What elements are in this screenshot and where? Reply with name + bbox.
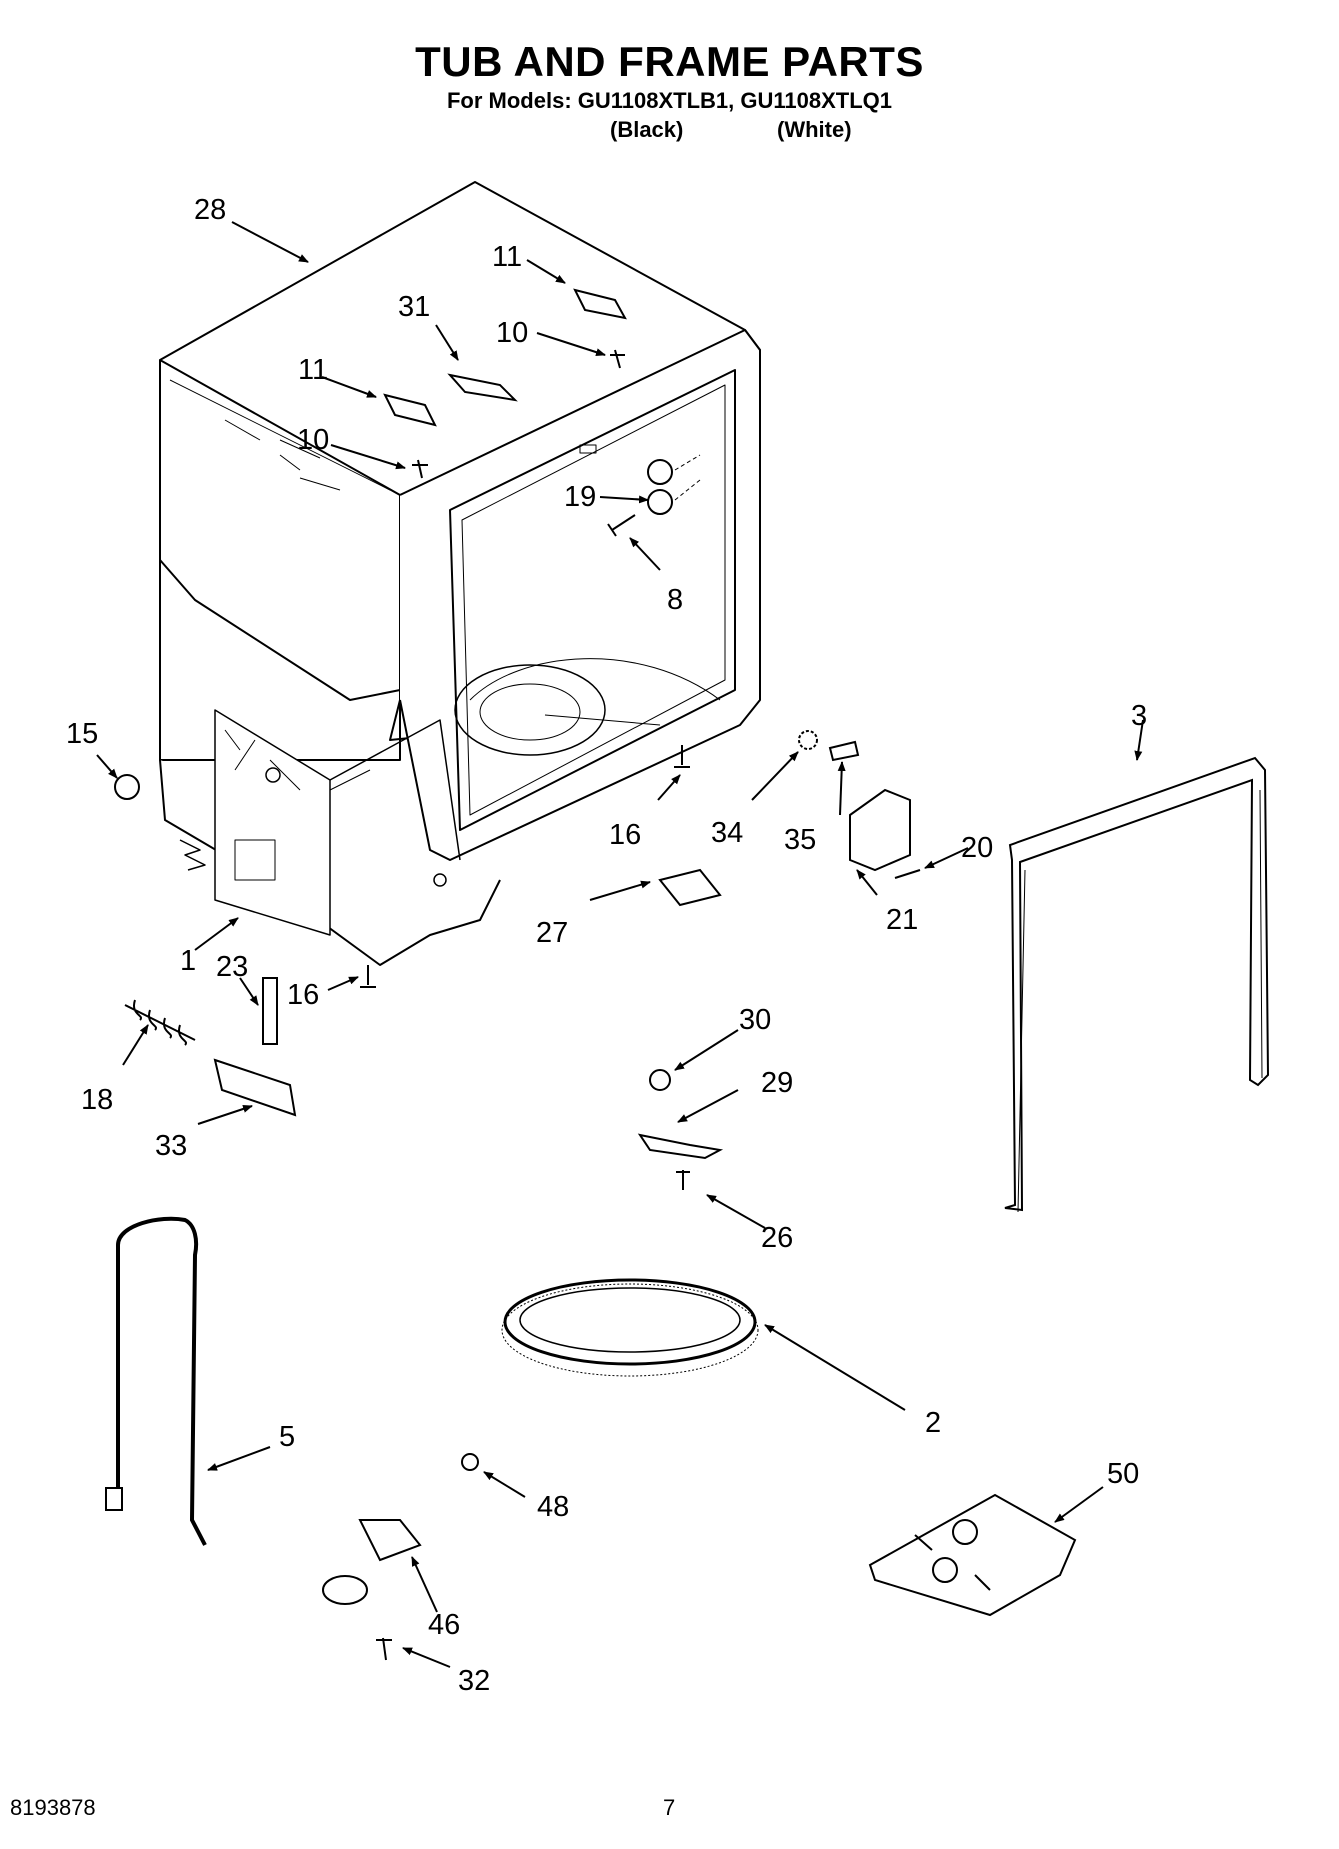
callout-18: 18: [81, 1084, 113, 1116]
door-roller-lower: [647, 489, 673, 515]
callout-8: 8: [667, 584, 683, 616]
callout-11-upper: 11: [492, 241, 522, 273]
callout-35: 35: [784, 824, 816, 856]
leveling-leg-upper: [674, 745, 690, 768]
tension-spring: [124, 999, 196, 1046]
bracket-screw: [894, 869, 921, 879]
callout-32: 32: [458, 1665, 490, 1697]
variant-white-label: (White): [777, 117, 852, 142]
insulation-strip: [262, 977, 278, 1045]
callout-27: 27: [536, 917, 568, 949]
callout-50: 50: [1107, 1458, 1139, 1490]
callout-15: 15: [66, 718, 98, 750]
callout-2: 2: [925, 1407, 941, 1439]
page-title: TUB AND FRAME PARTS: [415, 38, 924, 85]
thermostat-screw: [676, 1170, 690, 1190]
hose-nut: [114, 774, 140, 800]
hinge-bracket-upper: [573, 288, 627, 320]
callout-16-lower: 16: [287, 979, 319, 1011]
document-number: 8193878: [10, 1795, 96, 1820]
callout-29: 29: [761, 1067, 793, 1099]
callout-labels: 28 11 31 10 11 10 19 8 15 3 16 34 20 35 …: [66, 194, 1147, 1697]
hardware-bag: [868, 1493, 1077, 1617]
page-number: 7: [663, 1795, 676, 1820]
leveling-leg-lower: [360, 965, 376, 988]
callout-10-upper: 10: [496, 317, 528, 349]
door-gasket: [1004, 756, 1270, 1212]
bolt-35: [828, 740, 860, 762]
drain-ring: [501, 1278, 759, 1377]
tub-drawing: [159, 181, 761, 966]
thermostat-bracket: [637, 1133, 724, 1160]
hose-fitting: [358, 1519, 422, 1562]
callout-16-upper: 16: [609, 819, 641, 851]
door-roller-upper: [647, 459, 673, 485]
star-nut: [798, 730, 818, 750]
callout-10-lower: 10: [297, 424, 329, 456]
callout-20: 20: [961, 832, 993, 864]
screw-upper: [610, 349, 625, 369]
hose-clamp: [461, 1453, 479, 1471]
small-parts: [114, 288, 921, 1661]
callout-31: 31: [398, 291, 430, 323]
screw-lower: [412, 459, 428, 479]
callout-5: 5: [279, 1421, 295, 1453]
leader-arrows: [96, 221, 1144, 1668]
callout-21: 21: [886, 904, 918, 936]
callout-34: 34: [711, 817, 743, 849]
callout-26: 26: [761, 1222, 793, 1254]
callout-3: 3: [1131, 700, 1147, 732]
fitting-screw: [376, 1637, 392, 1661]
foot-pad: [213, 1058, 297, 1117]
callout-19: 19: [564, 481, 596, 513]
top-clip: [447, 373, 518, 402]
roller-screw: [607, 514, 636, 537]
callout-23: 23: [216, 951, 248, 983]
callout-1: 1: [180, 945, 196, 977]
models-subtitle: For Models: GU1108XTLB1, GU1108XTLQ1: [446, 88, 893, 113]
door-clip: [658, 868, 722, 907]
callout-48: 48: [537, 1491, 569, 1523]
callout-11-lower: 11: [298, 354, 328, 386]
variant-black-label: (Black): [610, 117, 684, 142]
heater-element: [116, 1216, 207, 1546]
callout-33: 33: [155, 1130, 187, 1162]
fitting-ring: [322, 1575, 368, 1605]
callout-46: 46: [428, 1609, 460, 1641]
callout-30: 30: [739, 1004, 771, 1036]
mounting-bracket: [849, 788, 911, 872]
hinge-bracket-lower: [383, 393, 437, 427]
thermostat: [649, 1069, 671, 1091]
callout-28: 28: [194, 194, 226, 226]
